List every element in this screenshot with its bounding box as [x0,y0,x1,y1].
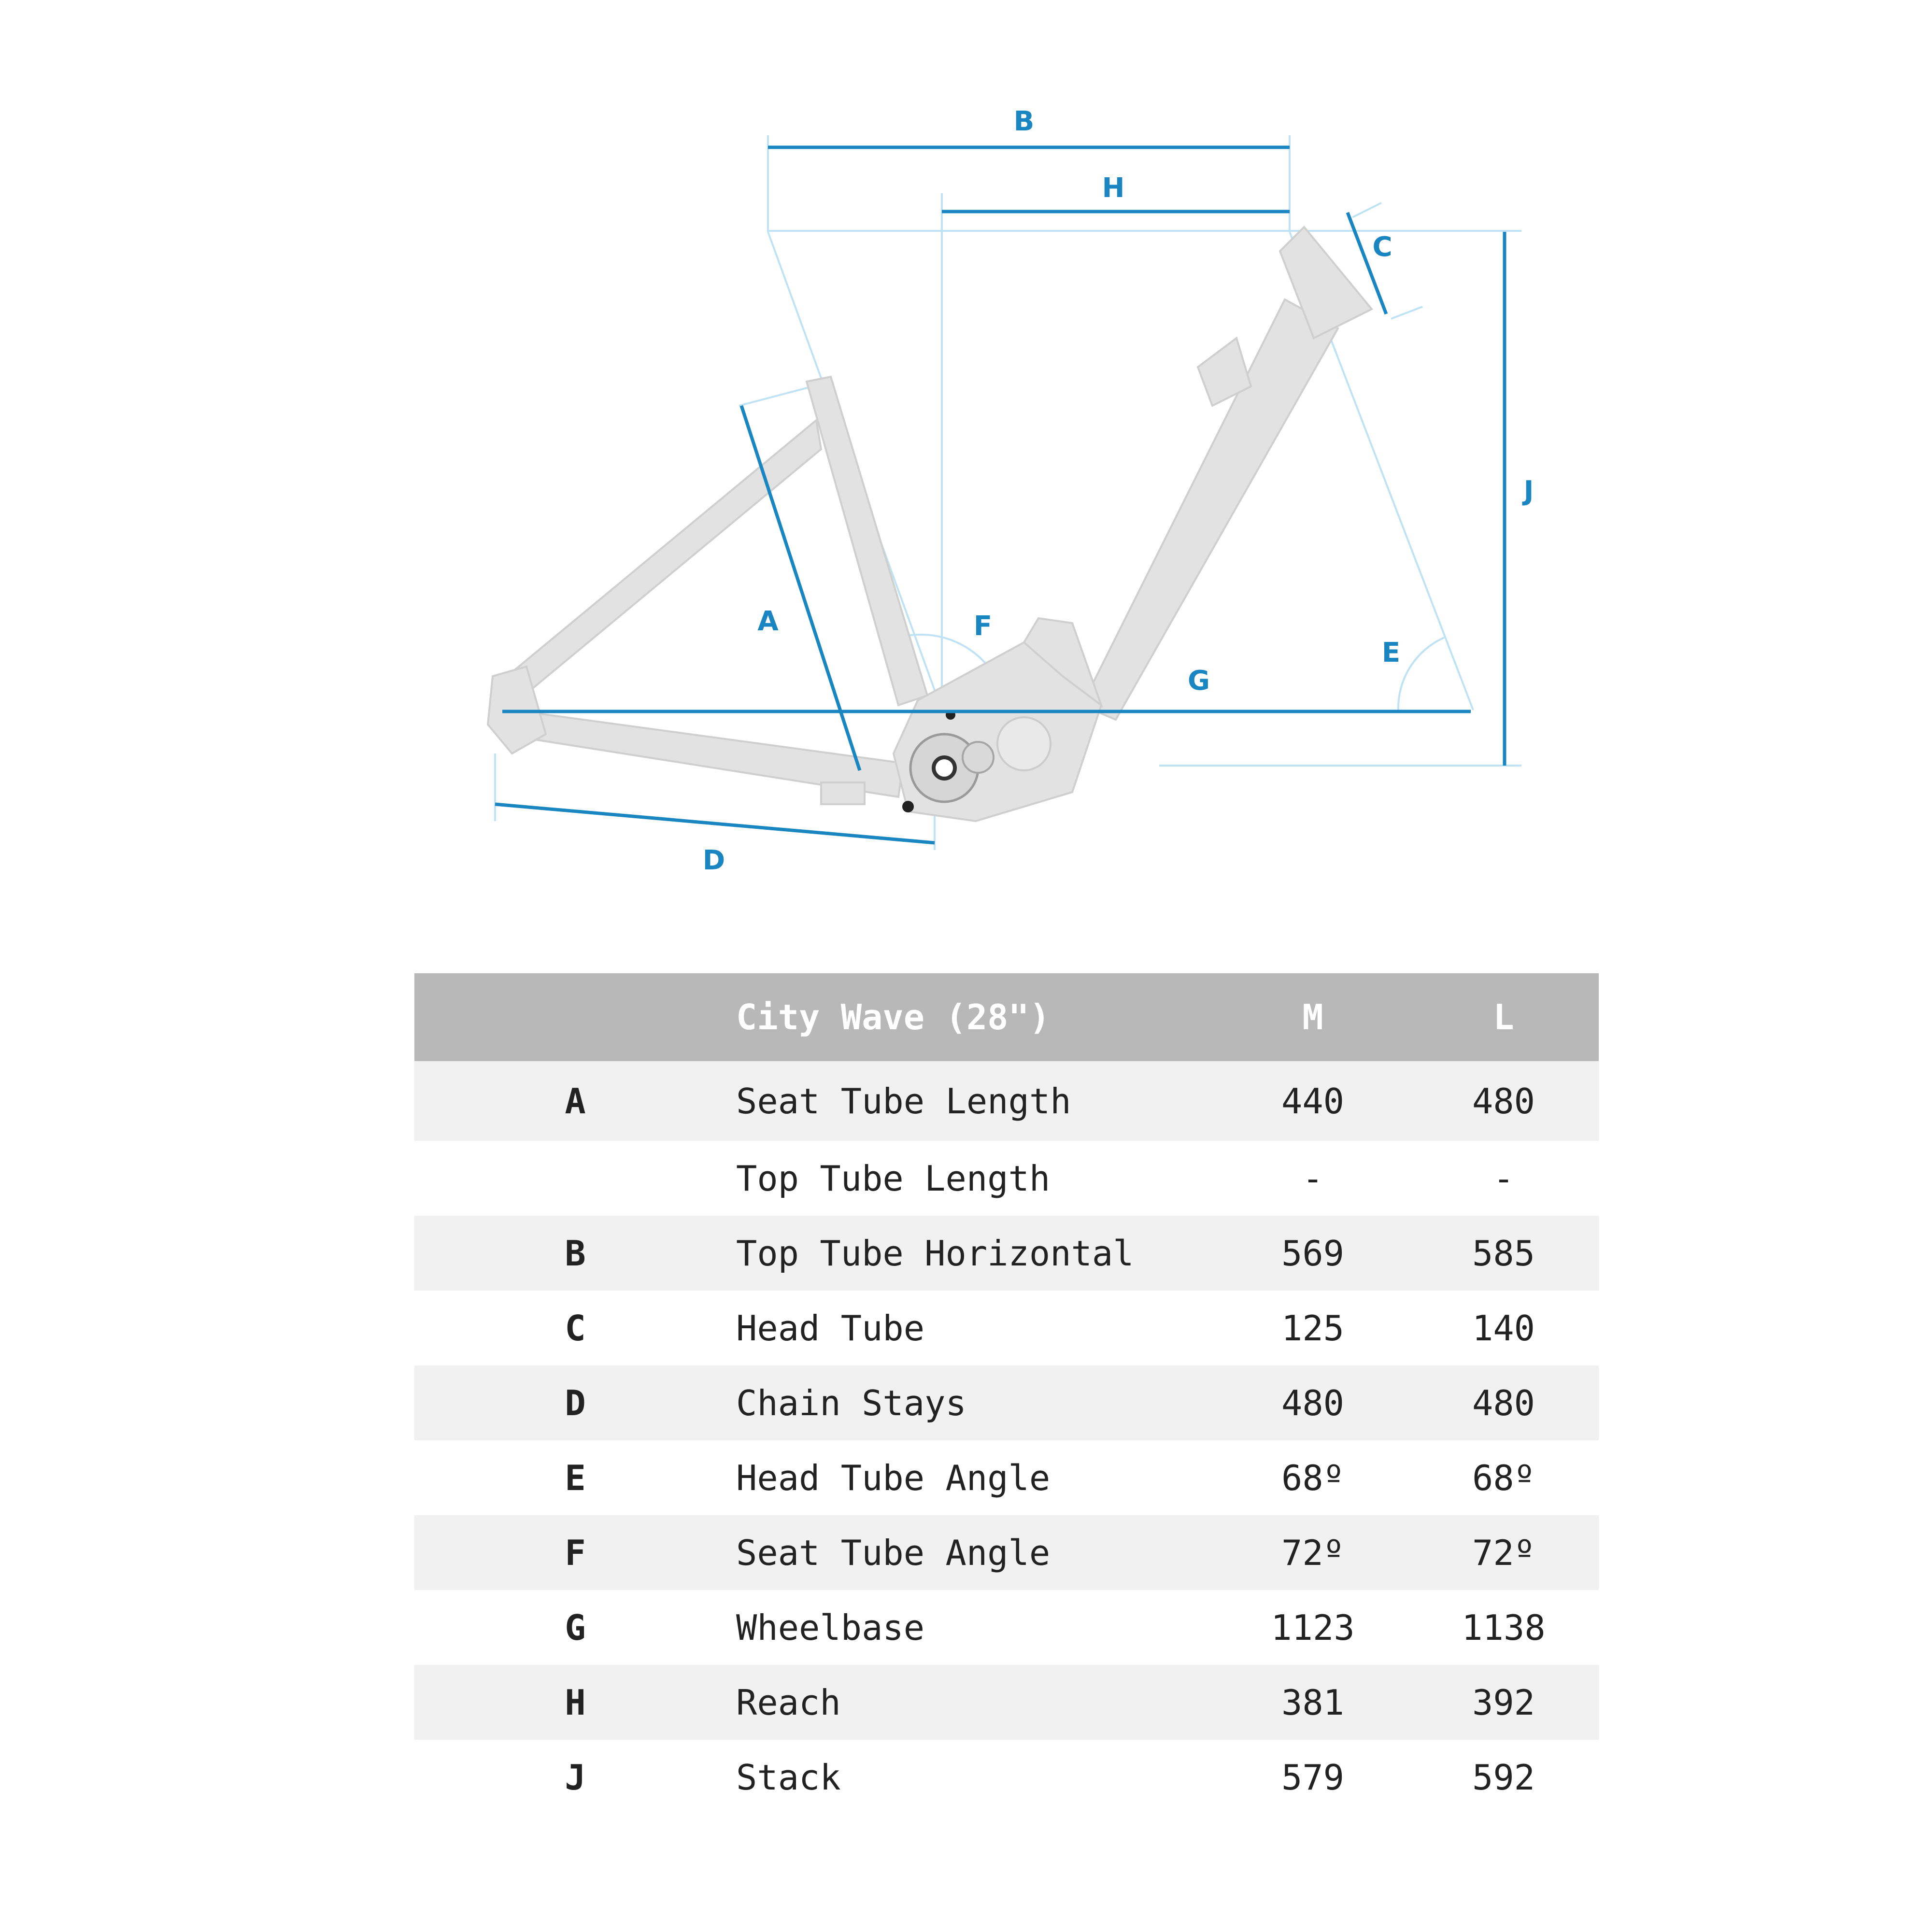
row-key: H [414,1665,736,1740]
row-value-m: 68º [1281,1457,1345,1498]
row-key: C [565,1307,586,1349]
row-value-m: 72º [1217,1515,1408,1590]
header-key [414,973,736,1061]
row-name: Head Tube [736,1307,925,1349]
table-row: E Head Tube Angle 68º 68º [414,1440,1599,1515]
table-row: B Top Tube Horizontal 569 585 [414,1216,1599,1291]
label-j: J [1522,475,1534,507]
row-name: Top Tube Horizontal [736,1216,1217,1291]
row-value-m: 1123 [1271,1607,1355,1648]
row-name: Seat Tube Length [736,1061,1217,1141]
dim-line-d [495,802,935,845]
row-key: J [565,1757,586,1798]
dimension-labels: B H C J A F E G D [703,106,1534,876]
row-value-m: 579 [1281,1757,1345,1798]
row-key: E [565,1457,586,1498]
motor-cover [1023,617,1104,708]
table-row: D Chain Stays 480 480 [414,1365,1599,1440]
header-model-name: City Wave (28") [736,973,1217,1061]
label-g: G [1188,665,1210,696]
row-value-l: 585 [1408,1216,1599,1291]
stay-tab [820,781,866,805]
table-header-row: City Wave (28") M L [414,973,1599,1061]
row-value-l: 392 [1408,1665,1599,1740]
table-row: Top Tube Length - - [414,1141,1599,1216]
row-key: A [414,1061,736,1141]
bike-geometry-diagram: B H C J A F E G D [486,106,1534,876]
table-row: G Wheelbase 1123 1138 [414,1590,1599,1665]
row-value-m: 125 [1281,1307,1345,1349]
bottle-boss [1196,336,1252,407]
row-value-m: 381 [1217,1665,1408,1740]
table-row: J Stack 579 592 [414,1740,1599,1815]
row-key: G [565,1607,586,1648]
dim-line-a [739,405,862,771]
geometry-table: City Wave (28") M L A Seat Tube Length 4… [414,973,1599,1815]
row-value-m: 440 [1217,1061,1408,1141]
row-name: Wheelbase [736,1607,925,1648]
row-name: Stack [736,1757,841,1798]
row-value-l: - [1493,1158,1514,1199]
head-tube [1279,226,1374,340]
row-key: D [414,1365,736,1440]
seat-tube [805,375,929,707]
row-value-m: 569 [1217,1216,1408,1291]
seat-stay [506,418,823,697]
bike-frame [486,226,1374,823]
table-row: C Head Tube 125 140 [414,1291,1599,1365]
down-tube [1080,298,1339,721]
row-name: Seat Tube Angle [736,1515,1217,1590]
row-name: Top Tube Length [736,1158,1051,1199]
row-name: Head Tube Angle [736,1457,1051,1498]
label-h: H [1102,172,1125,204]
table-row: H Reach 381 392 [414,1665,1599,1740]
dim-line-c [1346,212,1388,315]
label-a: A [757,606,779,637]
label-e: E [1382,637,1400,668]
row-value-l: 72º [1408,1515,1599,1590]
row-value-l: 480 [1408,1365,1599,1440]
table-row: A Seat Tube Length 440 480 [414,1061,1599,1141]
header-size-m: M [1217,973,1408,1061]
label-d: D [703,845,725,876]
row-value-l: 480 [1408,1061,1599,1141]
row-name: Chain Stays [736,1365,1217,1440]
header-size-l: L [1408,973,1599,1061]
dimension-lines [495,145,1506,845]
row-value-l: 1138 [1462,1607,1546,1648]
row-value-m: - [1302,1158,1323,1199]
row-name: Reach [736,1665,1217,1740]
label-b: B [1014,106,1035,137]
table-row: F Seat Tube Angle 72º 72º [414,1515,1599,1590]
label-f: F [974,611,992,642]
label-c: C [1372,231,1392,263]
row-value-l: 592 [1472,1757,1535,1798]
row-value-l: 140 [1472,1307,1535,1349]
row-key [414,1141,736,1216]
row-key: F [414,1515,736,1590]
row-key: B [414,1216,736,1291]
row-value-l: 68º [1472,1457,1535,1498]
row-value-m: 480 [1217,1365,1408,1440]
